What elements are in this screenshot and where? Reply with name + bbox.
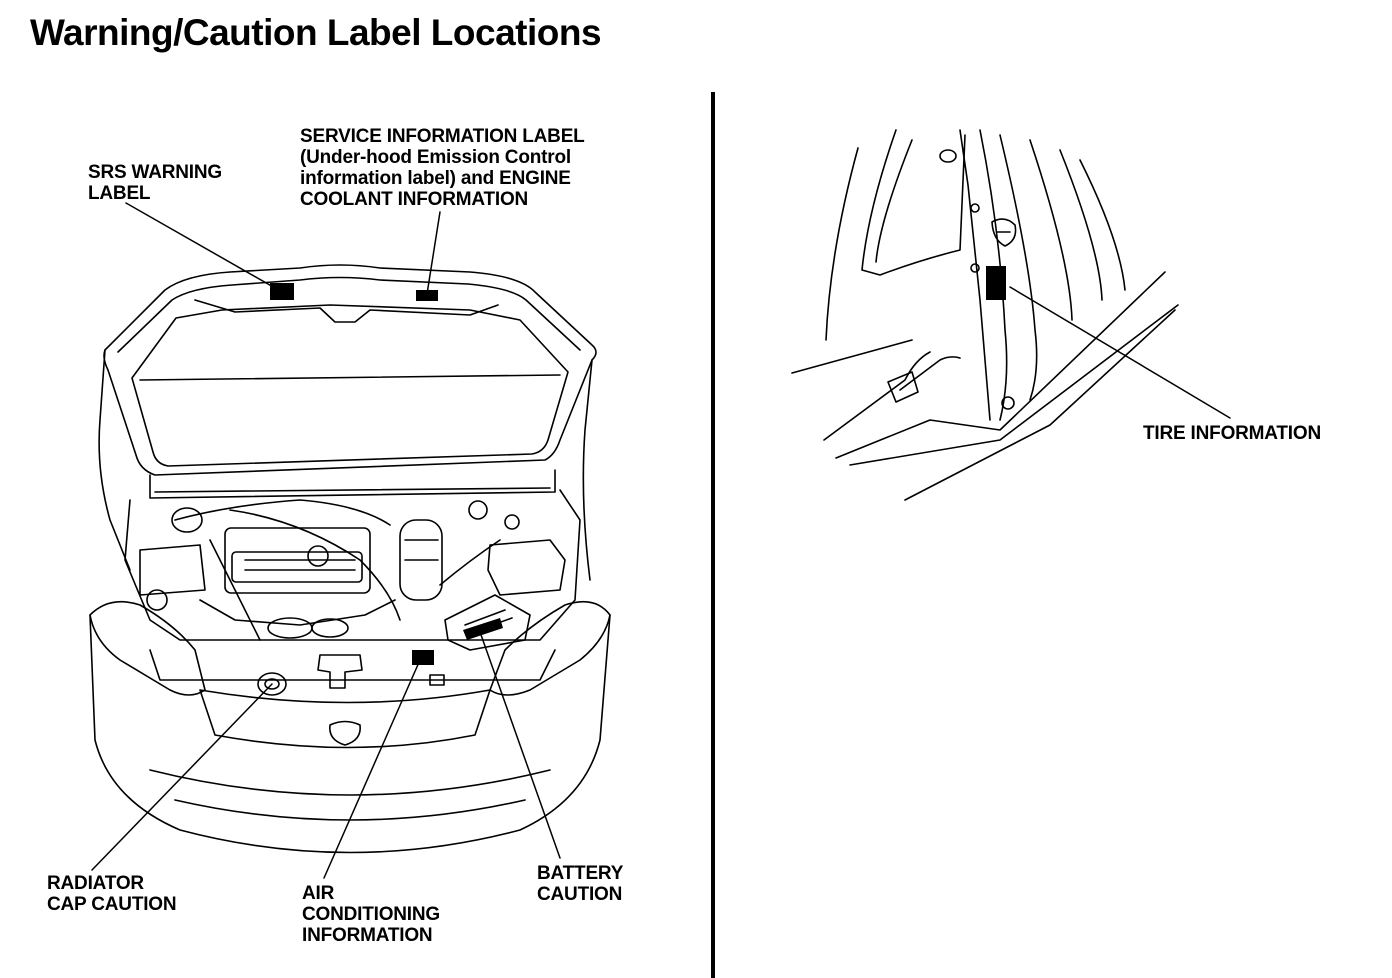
- air-conditioning-line-2: CONDITIONING: [302, 904, 440, 925]
- radiator-cap-caution-callout: RADIATOR CAP CAUTION: [47, 873, 177, 915]
- srs-warning-label-callout: SRS WARNING LABEL: [88, 162, 222, 204]
- battery-line-1: BATTERY: [537, 863, 624, 884]
- srs-warning-line-1: SRS WARNING: [88, 162, 222, 183]
- page-title: Warning/Caution Label Locations: [30, 12, 602, 53]
- battery-caution-callout: BATTERY CAUTION: [537, 863, 623, 905]
- service-info-line-3: information label) and ENGINE: [300, 168, 571, 189]
- tire-line-1: TIRE INFORMATION: [1143, 423, 1321, 444]
- tire-information-callout: TIRE INFORMATION: [1143, 423, 1321, 444]
- air-conditioning-line-1: AIR: [302, 883, 335, 904]
- service-info-line-4: COOLANT INFORMATION: [300, 189, 529, 210]
- service-info-line-1: SERVICE INFORMATION LABEL: [300, 126, 585, 147]
- service-information-label-callout: SERVICE INFORMATION LABEL (Under-hood Em…: [300, 126, 585, 210]
- service-info-line-2: (Under-hood Emission Control: [300, 147, 571, 168]
- srs-warning-line-2: LABEL: [88, 183, 151, 204]
- radiator-cap-line-1: RADIATOR: [47, 873, 144, 894]
- panel-divider: [711, 92, 715, 978]
- air-conditioning-line-3: INFORMATION: [302, 925, 433, 946]
- battery-line-2: CAUTION: [537, 884, 623, 905]
- radiator-cap-line-2: CAP CAUTION: [47, 894, 177, 915]
- air-conditioning-information-callout: AIR CONDITIONING INFORMATION: [302, 883, 440, 946]
